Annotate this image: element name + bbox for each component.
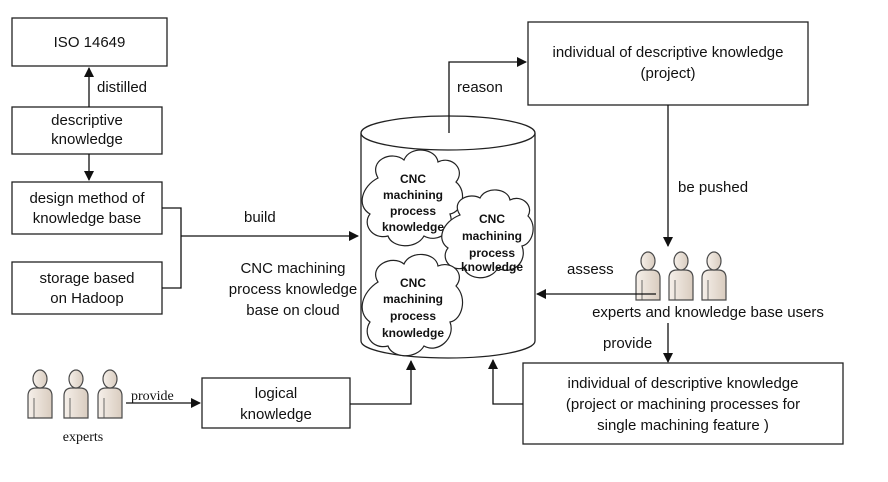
experts-label: experts — [63, 430, 103, 445]
logical-knowledge-box: logical knowledge — [201, 377, 351, 429]
person-icon — [97, 369, 123, 419]
individual-processes-box: individual of descriptive knowledge (pro… — [522, 362, 844, 445]
experts-users-group — [635, 251, 727, 301]
cnc-knowledge-cloud-2: CNC machining process knowledge — [441, 189, 534, 279]
person-icon — [63, 369, 89, 419]
cloud-1-line3: process — [390, 204, 436, 218]
build-label: build — [244, 209, 276, 226]
cloud-1-line2: machining — [383, 188, 443, 202]
cloud-2-line4: knowledge — [461, 260, 523, 274]
person-icon — [635, 251, 661, 301]
experts-group — [27, 369, 123, 419]
distilled-label: distilled — [97, 79, 147, 96]
iso-14649-label: ISO 14649 — [54, 34, 126, 51]
reason-arrow — [448, 57, 527, 133]
cloud-3-line1: CNC — [400, 276, 426, 290]
cloud-3-line2: machining — [383, 292, 443, 306]
be-pushed-label: be pushed — [678, 179, 748, 196]
design-method-label-line1: design method of — [29, 190, 145, 207]
descriptive-knowledge-label-line1: descriptive — [51, 112, 123, 129]
cloud-3-line3: process — [390, 309, 436, 323]
logical-to-cylinder-arrow — [350, 360, 416, 405]
descriptive-knowledge-box: descriptive knowledge — [11, 106, 163, 155]
cylinder-caption-line3: base on cloud — [246, 302, 339, 319]
descriptive-knowledge-label-line2: knowledge — [51, 131, 123, 148]
processes-to-cylinder-arrow — [488, 359, 523, 405]
person-icon — [701, 251, 727, 301]
cloud-2-line3: process — [469, 246, 515, 260]
experts-users-label: experts and knowledge base users — [592, 304, 824, 321]
provide-left-label: provide — [131, 389, 174, 404]
design-method-label-line2: knowledge base — [33, 210, 141, 227]
storage-label-line1: storage based — [39, 270, 134, 287]
individual-processes-line1: individual of descriptive knowledge — [568, 375, 799, 392]
cnc-knowledge-cloud-1: CNC machining process knowledge — [361, 149, 464, 247]
reason-label: reason — [457, 79, 503, 96]
individual-processes-line3: single machining feature ) — [597, 417, 769, 434]
cloud-1-line4: knowledge — [382, 220, 444, 234]
cylinder-caption-line1: CNC machining — [240, 260, 345, 277]
person-icon — [668, 251, 694, 301]
storage-label-line2: on Hadoop — [50, 290, 123, 307]
iso-14649-box: ISO 14649 — [11, 17, 168, 67]
assess-label: assess — [567, 261, 614, 278]
bracket-connector — [162, 207, 182, 289]
individual-project-box: individual of descriptive knowledge (pro… — [527, 21, 809, 106]
cloud-1-line1: CNC — [400, 172, 426, 186]
cnc-knowledge-cloud-3: CNC machining process knowledge — [361, 253, 464, 357]
cloud-2-line1: CNC — [479, 212, 505, 226]
cylinder-caption-line2: process knowledge — [229, 281, 357, 298]
logical-knowledge-line1: logical — [255, 385, 298, 402]
storage-hadoop-box: storage based on Hadoop — [11, 261, 163, 315]
person-icon — [27, 369, 53, 419]
individual-project-line1: individual of descriptive knowledge — [553, 44, 784, 61]
provide-right-label: provide — [603, 335, 652, 352]
logical-knowledge-line2: knowledge — [240, 406, 312, 423]
design-method-box: design method of knowledge base — [11, 181, 163, 235]
individual-processes-line2: (project or machining processes for — [566, 396, 800, 413]
individual-project-line2: (project) — [640, 65, 695, 82]
cloud-2-line2: machining — [462, 229, 522, 243]
cloud-3-line4: knowledge — [382, 326, 444, 340]
